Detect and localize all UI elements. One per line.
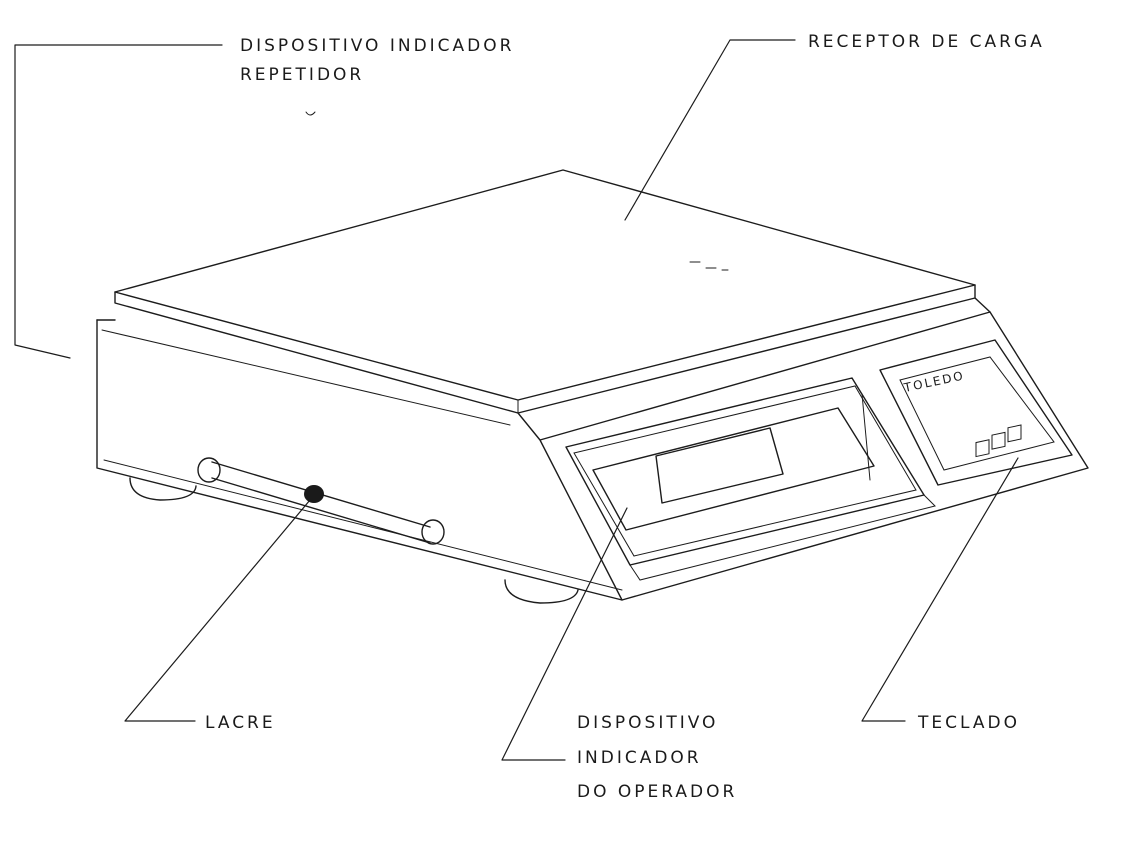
label-keyboard: TECLADO bbox=[917, 713, 1020, 733]
brand-logo: TOLEDO bbox=[902, 368, 966, 395]
key-2 bbox=[991, 431, 1006, 450]
leader-lines bbox=[14, 39, 1019, 761]
platter-top bbox=[114, 169, 976, 401]
foot-left bbox=[129, 477, 197, 501]
seal-assembly bbox=[197, 457, 445, 545]
seal-screw-left bbox=[197, 457, 221, 483]
keyboard-keys bbox=[975, 424, 1022, 458]
seal-screw-right bbox=[421, 519, 445, 545]
keyboard-face bbox=[899, 356, 1055, 471]
keyboard-panel bbox=[879, 339, 1073, 486]
label-operator-line3: DO OPERADOR bbox=[577, 782, 737, 802]
key-1 bbox=[975, 439, 990, 458]
leader-seal bbox=[124, 499, 311, 722]
key-3 bbox=[1007, 424, 1022, 443]
label-operator-line1: DISPOSITIVO bbox=[577, 713, 718, 733]
leader-operator bbox=[501, 507, 628, 761]
label-load-receptor: RECEPTOR DE CARGA bbox=[808, 32, 1045, 52]
seal-dot bbox=[304, 485, 324, 503]
operator-display-screen bbox=[655, 427, 784, 504]
leader-load-receptor bbox=[624, 39, 796, 221]
scale-illustration: TOLEDO bbox=[96, 111, 1089, 604]
operator-display-window bbox=[592, 407, 875, 531]
leader-keyboard bbox=[861, 457, 1019, 722]
label-operator-line2: INDICADOR bbox=[577, 748, 702, 768]
label-repeater-line2: REPETIDOR bbox=[240, 65, 364, 85]
label-seal: LACRE bbox=[205, 713, 276, 733]
label-repeater-line1: DISPOSITIVO INDICADOR bbox=[240, 36, 514, 56]
housing-right-side bbox=[517, 311, 1089, 601]
operator-panel bbox=[565, 377, 925, 566]
labels: DISPOSITIVO INDICADOR REPETIDOR RECEPTOR… bbox=[205, 32, 1045, 802]
housing-front bbox=[96, 319, 623, 601]
foot-right bbox=[504, 579, 579, 604]
leader-repeater bbox=[14, 44, 223, 359]
